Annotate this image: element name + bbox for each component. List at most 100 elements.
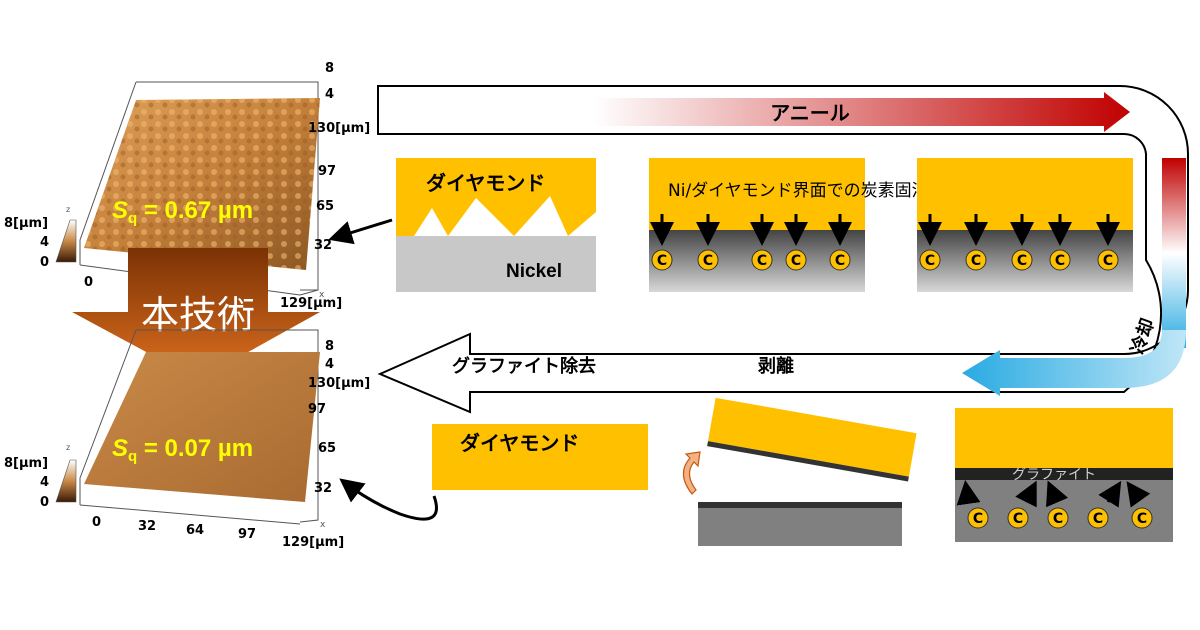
afm-after-colorscale [55,459,77,503]
afm-after-ztick: 8 [325,339,334,354]
graphite-label: グラファイト [1012,467,1096,483]
diamond-layer [917,158,1133,230]
carbon-atom: C [1007,507,1029,529]
afm-after-ztick: 4 [325,357,334,372]
diamond-layer [396,158,596,236]
afm-after-scale-tick: 8[µm] [4,456,48,471]
carbon-atom: C [829,249,851,271]
afm-after-ytick: 97 [308,402,326,417]
diamond-final [432,424,648,490]
graphite-layer [955,468,1173,480]
step-peel [682,397,917,546]
step-initial: ダイヤモンド Nickel [396,158,596,292]
carbon-symbol: C [1053,511,1063,527]
carbon-atom: C [1097,249,1119,271]
diamond-final-label: ダイヤモンド [460,431,579,455]
carbon-symbol: C [971,253,981,269]
carbon-atom: C [1011,249,1033,271]
carbon-symbol: C [1017,253,1027,269]
afm-before-ytick: 97 [318,164,336,179]
afm-after-frame [136,329,319,523]
carbon-symbol: C [757,253,767,269]
afm-before-xletter: x [319,290,325,300]
afm-after-ytick: 65 [318,441,336,456]
carbon-symbol: C [1055,253,1065,269]
carbon-atom: C [1087,507,1109,529]
peel-label: 剥離 [758,355,794,377]
carbon-atom: C [1047,507,1069,529]
anneal-arrow: アニール [594,92,1130,132]
afm-after: Sq = 0.07 µm 8 4 130[µm] 97 65 32 0 32 6… [4,329,370,550]
afm-before-zletter: z [66,205,70,214]
carbon-symbol: C [973,511,983,527]
afm-before-ztick: 130[µm] [308,121,370,136]
afm-before-ztick: 8 [325,61,334,76]
carbon-symbol: C [835,253,845,269]
step-graphite: グラファイト C C C C C [955,408,1173,542]
afm-after-scale-tick: 0 [40,495,49,510]
afm-before: Sq = 0.67 µm 8 4 130[µm] 97 65 32 0 129[… [4,61,370,311]
graphite-layer [707,441,909,482]
diamond-layer [955,408,1173,468]
carbon-atom: C [1131,507,1153,529]
afm-before-scale-tick: 0 [40,255,49,270]
step-final: ダイヤモンド [432,424,648,490]
afm-after-scale-tick: 4 [40,475,49,490]
afm-after-ztick: 130[µm] [308,376,370,391]
afm-before-ytick: 32 [314,238,332,253]
afm-before-xtick: 129[µm] [280,296,342,311]
afm-after-sq: Sq = 0.07 µm [112,435,253,465]
remove-label: グラファイト除去 [452,355,596,377]
carbon-atom: C [651,249,673,271]
afm-before-frame [136,81,319,291]
diffusion-arrow-icon [1098,480,1122,508]
afm-after-xtick: 0 [92,515,101,530]
carbon-atom: C [697,249,719,271]
afm-before-sq: Sq = 0.67 µm [112,197,253,227]
carbon-symbol: C [657,253,667,269]
carbon-atom: C [751,249,773,271]
carbon-symbol: C [791,253,801,269]
diamond-label: ダイヤモンド [426,171,545,195]
nickel-layer [396,236,596,292]
afm-after-xtick: 64 [186,523,204,538]
diffusion-arrow-icon [1046,480,1069,508]
connector-arrow-before [328,218,393,245]
afm-before-scale-tick: 4 [40,235,49,250]
carbon-atom: C [965,249,987,271]
carbon-symbol: C [925,253,935,269]
carbon-symbol: C [703,253,713,269]
lift-arrow-icon [682,451,701,495]
afm-after-xtick: 129[µm] [282,535,344,550]
afm-after-surface [84,352,320,502]
carbon-atom: C [967,507,989,529]
afm-before-ztick: 4 [325,87,334,102]
nickel-label: Nickel [506,261,562,282]
nickel-layer [698,506,902,546]
diamond-layer [707,397,917,477]
graphite-layer [698,502,902,508]
carbon-atom: C [919,249,941,271]
carbon-symbol: C [1093,511,1103,527]
anneal-label: アニール [770,101,850,125]
afm-after-xtick: 97 [238,527,256,542]
diffusion-arrow-icon [956,480,981,506]
connector-arrow-after [339,478,438,521]
diffusion-arrow-icon [1015,480,1037,508]
afm-before-xtick: 0 [84,275,93,290]
carbon-symbol: C [1013,511,1023,527]
afm-after-xtick: 32 [138,519,156,534]
diamond-layer [649,158,865,230]
carbon-symbol: C [1137,511,1147,527]
cool-arrow: 冷却 [962,158,1186,396]
afm-after-zletter: z [66,443,70,452]
afm-after-ytick: 32 [314,481,332,496]
afm-before-scale-tick: 8[µm] [4,216,48,231]
carbon-symbol: C [1103,253,1113,269]
afm-after-xletter: x [320,520,326,530]
carbon-atom: C [1049,249,1071,271]
afm-before-ytick: 65 [316,199,334,214]
